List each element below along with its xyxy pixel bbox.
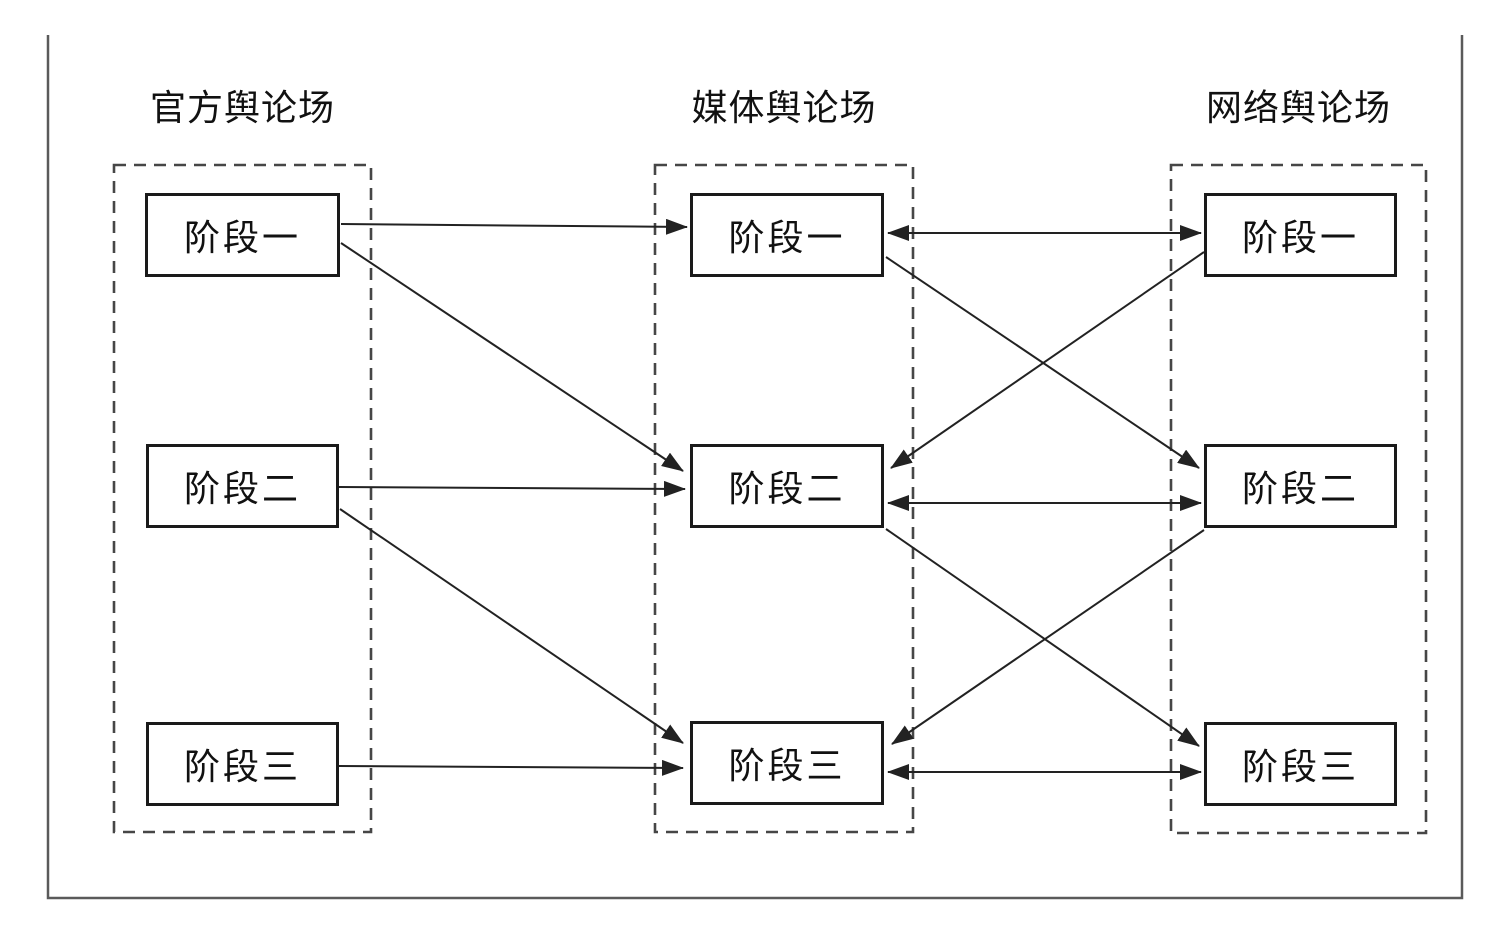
arrow-network-s1-to-media-s2 <box>890 251 1205 469</box>
stage-box-network-1: 阶段一 <box>1204 193 1397 277</box>
stage-label: 阶段一 <box>1241 218 1359 258</box>
stage-label: 阶段二 <box>1241 469 1359 509</box>
arrow-official-s3-to-media-s3 <box>338 759 684 776</box>
stage-box-media-3: 阶段三 <box>690 721 884 805</box>
arrow-media-s1-to-network-s2 <box>885 256 1200 469</box>
arrow-official-s1-to-media-s1 <box>340 218 688 235</box>
arrow-media-s2-to-network-s3 <box>885 528 1200 747</box>
stage-box-media-2: 阶段二 <box>690 444 884 528</box>
field-title-media: 媒体舆论场 <box>691 88 877 128</box>
stage-label: 阶段三 <box>183 747 301 787</box>
stage-label: 阶段一 <box>728 218 846 258</box>
arrow-network-s2-to-media-s3 <box>891 529 1205 745</box>
stage-label: 阶段一 <box>183 218 301 258</box>
stage-box-official-2: 阶段二 <box>146 444 339 528</box>
stage-label: 阶段三 <box>1241 747 1359 787</box>
stage-box-official-1: 阶段一 <box>145 193 340 277</box>
stage-box-network-2: 阶段二 <box>1204 444 1397 528</box>
arrow-official-s1-to-media-s2 <box>340 242 684 472</box>
stage-label: 阶段二 <box>183 469 301 509</box>
stage-box-official-3: 阶段三 <box>146 722 339 806</box>
stage-box-network-3: 阶段三 <box>1204 722 1397 806</box>
field-title-network: 网络舆论场 <box>1205 88 1391 128</box>
stage-box-media-1: 阶段一 <box>690 193 884 277</box>
stage-label: 阶段二 <box>728 469 846 509</box>
arrow-official-s2-to-media-s2 <box>338 480 686 497</box>
field-title-official: 官方舆论场 <box>149 88 335 128</box>
arrow-official-s2-to-media-s3 <box>339 508 684 744</box>
stage-label: 阶段三 <box>728 746 846 786</box>
